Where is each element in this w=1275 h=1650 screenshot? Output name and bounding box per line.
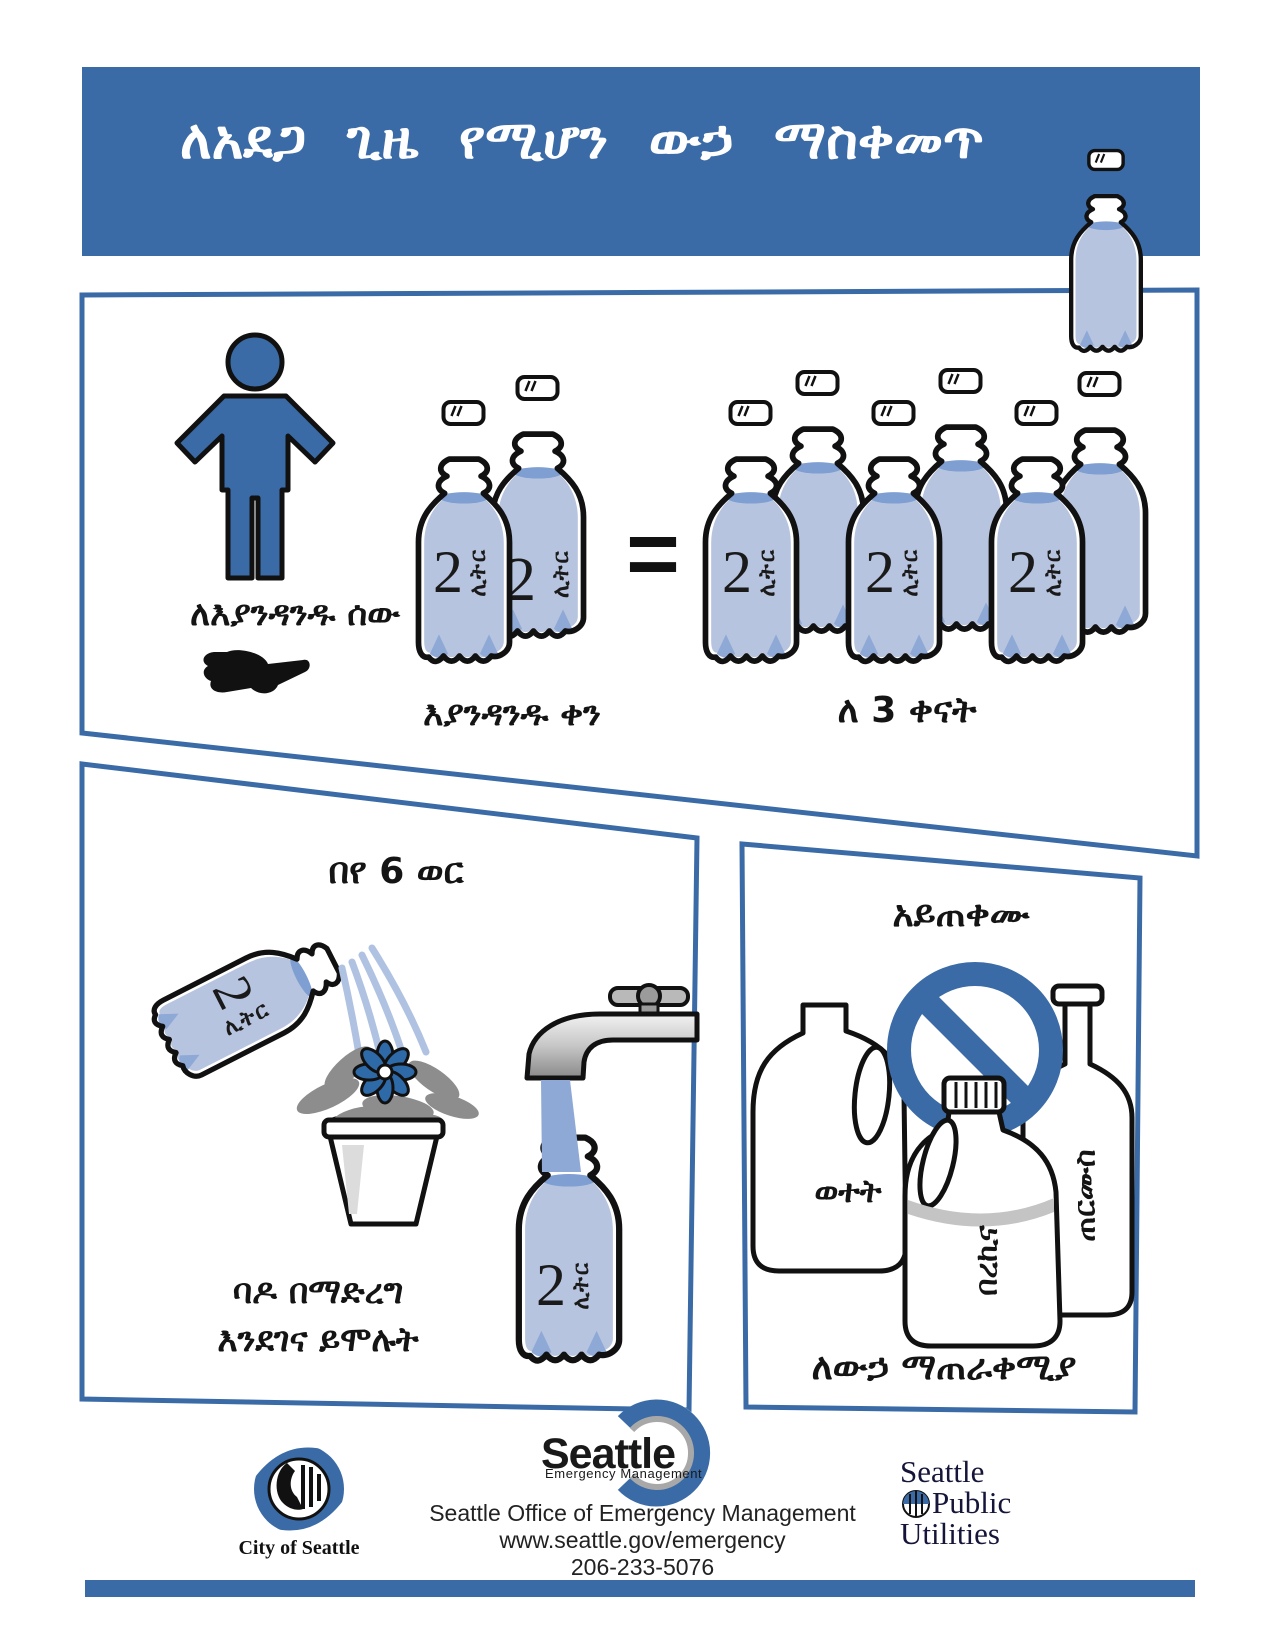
daily-caption: እያንዳንዱ ቀን bbox=[423, 694, 601, 734]
bottle-label: 2 ሊትር bbox=[865, 539, 923, 605]
poster-title: ለአደጋ ጊዜ የሚሆን ውኃ ማስቀመጥ bbox=[180, 108, 984, 171]
person-icon bbox=[174, 332, 336, 581]
seattle-em-logo-swoosh bbox=[606, 1399, 711, 1507]
refresh-caption-line1: ባዶ በማድረግ bbox=[232, 1272, 404, 1312]
footer-office-line: Seattle Office of Emergency Management bbox=[429, 1500, 856, 1526]
bottle-label: 2 ሊትር bbox=[536, 1252, 594, 1318]
em-logo-subtitle: Emergency Management bbox=[545, 1466, 703, 1481]
bottle-label-unit: ሊትር bbox=[466, 547, 491, 597]
bottle-label-number: 2 bbox=[433, 539, 463, 605]
bottle-label-unit: ሊትር bbox=[549, 549, 574, 598]
bleach-cap-ribs bbox=[954, 1082, 998, 1108]
footer-bar bbox=[85, 1580, 1195, 1597]
spu-line1: Seattle bbox=[900, 1454, 985, 1489]
city-of-seattle-logo bbox=[247, 1438, 351, 1540]
refresh-caption-line2: እንደገና ይሞሉት bbox=[217, 1320, 419, 1360]
spu-logo-text: Seattle Public Utilities bbox=[900, 1456, 1011, 1549]
pointing-hand-icon bbox=[203, 650, 310, 694]
header-banner bbox=[82, 67, 1200, 256]
bleach-jug-shading bbox=[908, 1198, 1054, 1227]
bottle-label: 2 ሊትር bbox=[407, 524, 517, 620]
refresh-title: በየ 6 ወር bbox=[328, 851, 464, 892]
plant-icon bbox=[296, 1039, 479, 1227]
milk-jug-label: ወተት bbox=[814, 1172, 882, 1210]
footer-url: www.seattle.gov/emergency bbox=[499, 1527, 786, 1553]
glass-bottle-label: ጠርሙስ bbox=[1067, 1149, 1103, 1242]
donotuse-title: አይጠቀሙ bbox=[892, 894, 1030, 935]
bleach-jug-label: በረኪና bbox=[969, 1225, 1005, 1296]
spu-line3: Utilities bbox=[900, 1516, 1000, 1551]
city-of-seattle-label: City of Seattle bbox=[238, 1537, 360, 1559]
spu-logo-icon bbox=[902, 1490, 930, 1518]
bottle-label: 2 ሊትር bbox=[1008, 539, 1066, 605]
three-days-caption: ለ 3 ቀናት bbox=[837, 690, 977, 731]
flower-icon bbox=[352, 1039, 418, 1105]
water-bottle-icon bbox=[1071, 148, 1141, 351]
bleach-jug-icon bbox=[902, 1075, 1063, 1349]
water-fill-stream bbox=[541, 1080, 581, 1172]
bottle-label: 2 ሊትር bbox=[722, 539, 780, 605]
milk-jug-icon bbox=[750, 1002, 909, 1274]
person-caption: ለእያንዳንዱ ሰው bbox=[190, 594, 400, 634]
daily-bottles: 2 ሊትር bbox=[418, 377, 583, 661]
spu-line2: Public bbox=[932, 1485, 1012, 1520]
footer-contact-block: Seattle Office of Emergency Management w… bbox=[420, 1500, 865, 1581]
equals-sign: = bbox=[626, 503, 680, 605]
faucet-icon bbox=[524, 983, 700, 1081]
footer-phone: 206-233-5076 bbox=[570, 1554, 715, 1580]
donotuse-caption: ለውኃ ማጠራቀሚያ bbox=[811, 1347, 1077, 1388]
em-logo-title: Seattle bbox=[541, 1430, 676, 1478]
refill-bottle-icon bbox=[519, 1080, 619, 1361]
refresh-caption: ባዶ በማድረግ እንደገና ይሞሉት bbox=[168, 1268, 468, 1364]
panel-borders bbox=[79, 287, 1200, 1415]
